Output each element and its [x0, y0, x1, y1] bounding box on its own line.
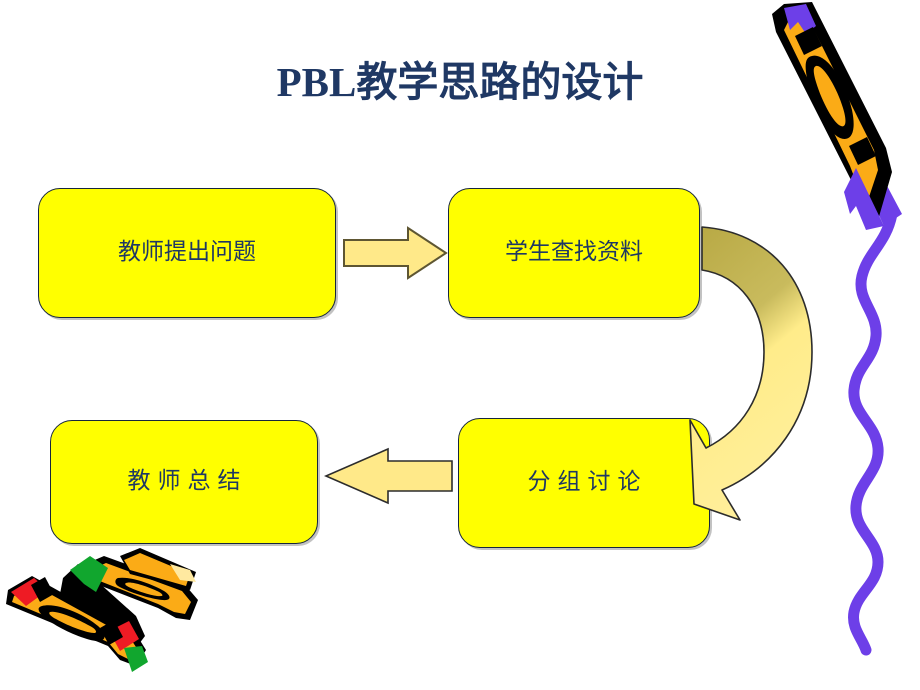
- flow-node-label: 学生查找资料: [505, 239, 643, 266]
- crayon-green-body-detail-icon: [115, 577, 170, 601]
- page-title: PBL教学思路的设计: [276, 59, 644, 105]
- flow-node-teacher-summary[interactable]: 教师总结: [50, 420, 318, 544]
- flow-node-label: 教师总结: [127, 468, 248, 495]
- flow-node-teacher-question[interactable]: 教师提出问题: [38, 188, 336, 318]
- crayon-red-tip-icon: [6, 576, 148, 672]
- flow-node-student-search[interactable]: 学生查找资料: [448, 188, 700, 318]
- crayon-green-tip-icon: [60, 556, 198, 656]
- flow-node-group-discuss[interactable]: 分组讨论: [458, 418, 710, 548]
- flow-node-label: 分组讨论: [527, 469, 648, 496]
- crayon-cream-tip-icon: [120, 548, 196, 590]
- flow-node-label: 教师提出问题: [118, 239, 256, 266]
- arrow-question-to-search: [343, 226, 448, 280]
- crayon-purple-tip-icon: [772, 2, 902, 230]
- arrow-discuss-to-summary: [323, 447, 453, 505]
- purple-squiggle-icon: [848, 208, 898, 656]
